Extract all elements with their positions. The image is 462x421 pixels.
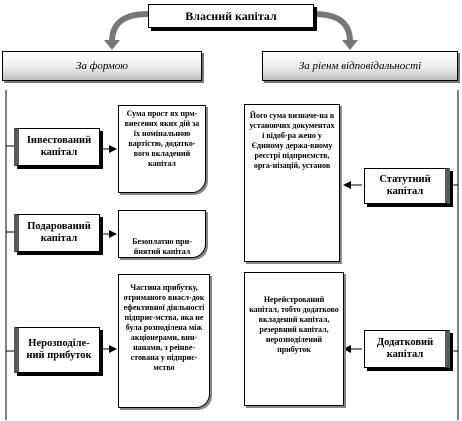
category-donated-capital: Подарований капітал	[14, 214, 100, 252]
header-by-responsibility: За ріенм відповідальності	[262, 51, 458, 81]
category-invested-capital: Інвестований капітал	[14, 128, 100, 166]
curved-arrow-right	[313, 11, 353, 43]
note-invested-capital: Сума прост ях прм-внесених яких дій за ї…	[118, 105, 206, 193]
header-by-form: За формою	[2, 51, 202, 81]
curved-arrow-left	[109, 11, 149, 43]
note-additional-capital: Нерейстрований капітал, тобто додатково …	[244, 272, 344, 406]
diagram-title: Власний капітал	[148, 4, 314, 28]
category-additional-capital: Додатковий капітал	[364, 330, 450, 368]
category-statutory-capital: Статутний капітал	[364, 168, 450, 204]
note-statutory-capital: Його сума визначе-на в установчих докуме…	[244, 104, 340, 262]
note-retained-earnings: Частина прибутку, отриманого внасл-док е…	[118, 274, 210, 408]
category-retained-earnings: Нерозподіле-ний прибуток	[14, 327, 100, 373]
note-donated-capital: Безоплатно при-йнятий капітал	[118, 210, 206, 258]
